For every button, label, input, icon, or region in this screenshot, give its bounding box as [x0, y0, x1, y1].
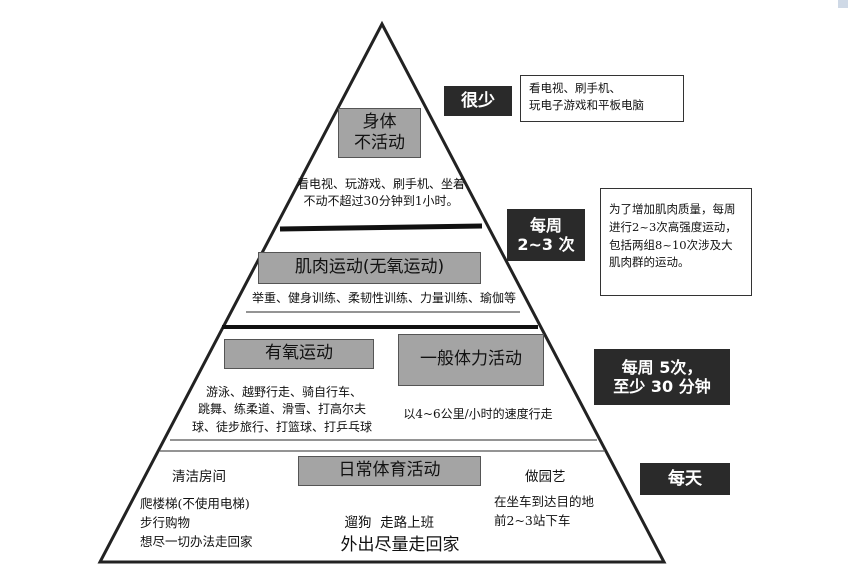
level-daily-center-desc-text: 遛狗 走路上班 — [344, 514, 435, 531]
level-aerobic-desc-line-2: 跳舞、练柔道、滑雪、打高尔夫 — [198, 402, 367, 417]
level-inactive-title-line-1: 身体 — [362, 111, 397, 132]
level-daily-left-desc-line-1: 爬楼梯(不使用电梯) — [140, 496, 250, 511]
level-daily-right-desc: 在坐车到达目的地 前2~3站下车 — [494, 493, 624, 531]
level-daily-bottom-text: 外出尽量走回家 — [340, 535, 460, 555]
level-aerobic-title: 有氧运动 — [224, 339, 374, 369]
level-daily-title: 日常体育活动 — [298, 456, 481, 486]
level-muscle-title: 肌肉运动(无氧运动) — [258, 252, 481, 284]
level-daily-left-desc: 爬楼梯(不使用电梯) 步行购物 想尽一切办法走回家 — [140, 495, 300, 551]
level-daily-left-desc-line-2: 步行购物 — [140, 514, 191, 530]
level-aerobic-desc-line-1: 游泳、越野行走、骑自行车、 — [206, 385, 363, 399]
level-daily-right-title: 做园艺 — [525, 468, 625, 488]
level-daily-right-desc-line-1: 在坐车到达目的地 — [494, 494, 595, 509]
note-muscle-line-2: 进行2~3次高强度运动， — [609, 219, 737, 234]
corner-decoration — [838, 0, 848, 8]
freq-rarely-label: 很少 — [444, 86, 512, 116]
freq-weekly-2-3-label: 每周 2~3 次 — [507, 209, 585, 261]
level-daily-center-desc: 遛狗 走路上班 — [310, 494, 460, 533]
freq-daily-text: 每天 — [668, 468, 702, 489]
pyramid-triangle — [97, 20, 667, 564]
freq-daily-label: 每天 — [640, 463, 730, 495]
note-muscle-line-3: 包括两组8~10次涉及大 — [609, 237, 733, 252]
level-aerobic-desc-line-3: 球、徒步旅行、打篮球、打乒乓球 — [192, 419, 373, 434]
level-aerobic-title-text: 有氧运动 — [265, 343, 333, 364]
level-inactive-desc-line-2: 不动不超过30分钟到1小时。 — [303, 194, 459, 209]
level-general-title: 一般体力活动 — [398, 334, 544, 386]
level-daily-title-text: 日常体育活动 — [338, 460, 441, 481]
note-muscle-line-1: 为了增加肌肉质量，每周 — [609, 202, 736, 216]
level-inactive-title-line-2: 不活动 — [354, 133, 405, 153]
level-muscle-title-text: 肌肉运动(无氧运动) — [294, 257, 445, 278]
freq-weekly-5-line-1: 每周 5次， — [621, 357, 703, 377]
freq-weekly-2-3-line-1: 每周 — [529, 215, 562, 235]
freq-rarely-text: 很少 — [461, 90, 495, 111]
level-daily-right-title-text: 做园艺 — [525, 469, 566, 485]
level-aerobic-desc: 游泳、越野行走、骑自行车、 跳舞、练柔道、滑雪、打高尔夫 球、徒步旅行、打篮球、… — [192, 384, 392, 436]
freq-weekly-5-line-2: 至少 30 分钟 — [613, 377, 711, 396]
note-muscle-line-4: 肌肉群的运动。 — [609, 255, 690, 270]
note-top-line-1: 看电视、刷手机、 — [529, 81, 621, 95]
level-daily-right-desc-line-2: 前2~3站下车 — [494, 512, 571, 528]
level-daily-left-title: 清洁房间 — [172, 468, 292, 488]
freq-weekly-2-3-line-2: 2~3 次 — [517, 235, 575, 254]
level-general-desc-text: 以4~6公里/小时的速度行走 — [403, 407, 553, 421]
level-general-title-text: 一般体力活动 — [420, 349, 522, 370]
level-inactive-title: 身体 不活动 — [338, 108, 421, 158]
level-muscle-desc-text: 举重、健身训练、柔韧性训练、力量训练、瑜伽等 — [251, 291, 516, 305]
level-inactive-desc: 看电视、玩游戏、刷手机、坐着 不动不超过30分钟到1小时。 — [288, 176, 474, 211]
note-top: 看电视、刷手机、 玩电子游戏和平板电脑 — [520, 75, 684, 122]
note-muscle: 为了增加肌肉质量，每周 进行2~3次高强度运动， 包括两组8~10次涉及大 肌肉… — [600, 188, 752, 296]
freq-weekly-5-label: 每周 5次， 至少 30 分钟 — [594, 349, 730, 405]
level-inactive-desc-line-1: 看电视、玩游戏、刷手机、坐着 — [296, 177, 465, 191]
level-muscle-desc: 举重、健身训练、柔韧性训练、力量训练、瑜伽等 — [236, 290, 532, 307]
divider-thick-1 — [279, 223, 483, 232]
level-daily-left-title-text: 清洁房间 — [172, 469, 226, 485]
level-daily-bottom: 外出尽量走回家 — [300, 530, 500, 555]
note-top-line-2: 玩电子游戏和平板电脑 — [529, 98, 644, 113]
level-general-desc: 以4~6公里/小时的速度行走 — [390, 406, 566, 423]
level-daily-left-desc-line-3: 想尽一切办法走回家 — [140, 533, 253, 549]
